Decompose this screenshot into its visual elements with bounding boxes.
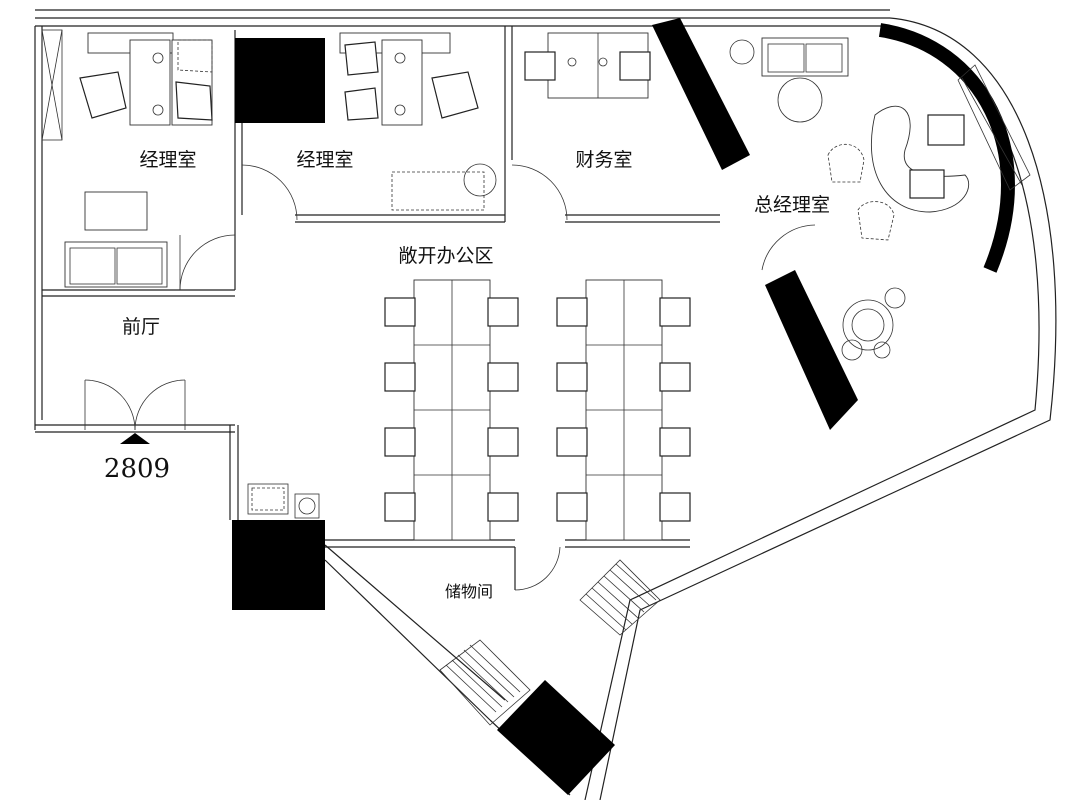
pantry-fixtures xyxy=(247,483,320,519)
manager1-furniture xyxy=(64,32,213,288)
manager2-furniture xyxy=(339,32,497,211)
stair-lower xyxy=(439,639,531,726)
plant-icon xyxy=(841,287,906,361)
finance-furniture xyxy=(524,32,651,99)
left-cabinet xyxy=(41,29,63,141)
columns xyxy=(232,18,858,795)
label-gm-office: 总经理室 xyxy=(754,194,830,216)
label-storage: 储物间 xyxy=(445,582,493,601)
label-manager-room-1: 经理室 xyxy=(139,149,196,171)
label-finance-room: 财务室 xyxy=(575,149,632,171)
entrance-marker-icon xyxy=(120,433,150,444)
label-open-office: 敞开办公区 xyxy=(398,245,493,267)
unit-number: 2809 xyxy=(104,454,170,484)
stair-upper xyxy=(579,559,661,636)
label-manager-room-2: 经理室 xyxy=(296,149,353,171)
outer-walls xyxy=(34,9,1057,800)
workstations-right xyxy=(556,279,691,541)
label-lobby: 前厅 xyxy=(122,316,160,338)
workstations-left xyxy=(384,279,519,541)
gm-window-frame xyxy=(957,64,1031,191)
door-swings xyxy=(84,164,816,591)
gm-furniture xyxy=(729,37,970,361)
